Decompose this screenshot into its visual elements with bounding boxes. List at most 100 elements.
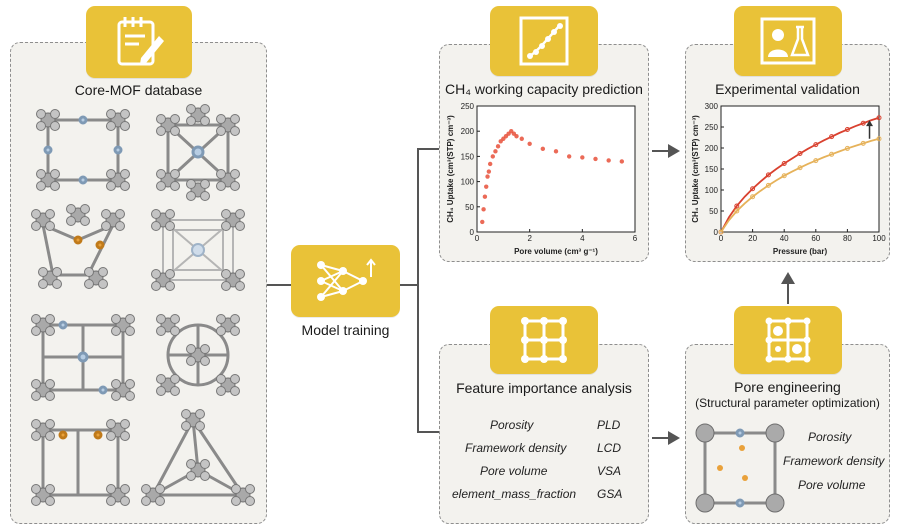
line-frame: [720, 105, 880, 233]
arrow-feature-to-pore-head: [668, 431, 680, 445]
scatter-point: [580, 155, 585, 160]
line-marker: [718, 229, 724, 235]
pore-param-pore-volume: Pore volume: [798, 478, 866, 492]
scatter-point: [566, 154, 572, 159]
scatter-frame: [476, 105, 636, 233]
line-marker: [829, 151, 835, 157]
pore-param-porosity: Porosity: [808, 430, 852, 444]
arrow-feature-to-pore: [652, 437, 672, 439]
line-marker: [750, 186, 756, 192]
connector-vertical: [417, 148, 419, 432]
arrow-pore-to-valid: [787, 284, 789, 304]
scatter-xtick-label: 2: [527, 234, 532, 243]
pore-mof-structure: [695, 423, 785, 513]
feature-code-lcd: LCD: [597, 441, 622, 455]
line-xtick-label: 40: [780, 234, 789, 243]
line-marker: [813, 158, 819, 164]
model-badge: [291, 245, 400, 317]
line-xtick-label: 100: [872, 234, 886, 243]
line-ytick-label: 0: [714, 228, 719, 237]
line-ytick-label: 300: [705, 102, 719, 111]
scatter-ylabel: CH₄ Uptake (cm³(STP) cm⁻³): [446, 115, 455, 223]
line-marker: [860, 140, 866, 146]
scatter-xlabel: Pore volume (cm³ g⁻¹): [514, 247, 598, 256]
line-marker: [781, 161, 787, 167]
validation-title: Experimental validation: [715, 81, 860, 97]
connector-top: [417, 148, 439, 150]
line-series-1: [720, 116, 880, 233]
scatter-ytick-label: 100: [461, 178, 475, 187]
connector-bottom: [417, 431, 439, 433]
scatter-point: [553, 149, 559, 154]
line-xtick-label: 60: [811, 234, 820, 243]
feature-name-element-mass-fraction: element_mass_fraction: [452, 487, 577, 501]
line-xtick-label: 0: [719, 234, 724, 243]
line-marker: [781, 173, 787, 179]
scatter-ytick-label: 200: [461, 127, 475, 136]
scatter-point: [619, 159, 625, 164]
prediction-title: CH₄ working capacity prediction: [445, 81, 643, 97]
scatter-point: [540, 146, 546, 152]
scatter-point: [514, 134, 519, 139]
line-ytick-label: 150: [705, 165, 719, 174]
connector-right: [400, 284, 418, 286]
pore-badge: [734, 306, 842, 374]
feature-title: Feature importance analysis: [456, 380, 632, 396]
feature-code-pld: PLD: [597, 418, 621, 432]
mof-structure-7: [41, 428, 120, 497]
left-panel-title: Core-MOF database: [74, 82, 203, 98]
arrow-pore-to-valid-head: [781, 272, 795, 284]
scatter-xtick-label: 4: [580, 234, 585, 243]
scatter-ytick-label: 250: [461, 102, 475, 111]
scatter-point: [484, 184, 489, 189]
line-marker: [876, 115, 882, 121]
scatter-point: [490, 154, 495, 159]
scatter-xtick-label: 6: [633, 234, 638, 243]
pore-param-framework-density: Framework density: [783, 454, 885, 468]
notepad-pencil-icon: [117, 17, 164, 66]
feature-name-framework-density: Framework density: [465, 441, 567, 455]
trend-curve-icon: [519, 16, 569, 66]
scatter-point: [485, 174, 490, 179]
line-xtick-label: 20: [748, 234, 757, 243]
feature-code-vsa: VSA: [597, 464, 622, 478]
line-marker: [813, 142, 819, 148]
line-marker: [750, 194, 756, 200]
grid-nodes-icon: [521, 317, 567, 363]
scatter-point: [519, 136, 524, 141]
scatter-point: [593, 156, 598, 162]
line-ytick-label: 50: [709, 207, 718, 216]
scatter-point: [495, 144, 501, 149]
scatter-ytick-label: 150: [461, 152, 475, 161]
mof-structure-4: [162, 219, 234, 281]
mof-structures: [31, 104, 255, 506]
line-ylabel: CH₄ Uptake (cm³(STP) cm⁻³): [691, 115, 700, 223]
scatter-point: [486, 169, 492, 174]
mof-structure-8: [150, 417, 246, 497]
feature-name-porosity: Porosity: [490, 418, 534, 432]
line-marker: [765, 172, 771, 178]
feature-code-gsa: GSA: [597, 487, 623, 501]
improvement-arrow-head: [866, 120, 874, 127]
scatter-point: [480, 219, 485, 225]
line-xlabel: Pressure (bar): [773, 247, 828, 256]
line-marker: [829, 134, 835, 140]
feature-panel: [439, 344, 649, 524]
line-marker: [844, 145, 850, 151]
scatter-point: [493, 149, 498, 154]
arrow-pred-to-valid-head: [668, 144, 680, 158]
validation-badge: [734, 6, 842, 76]
line-marker: [844, 127, 850, 133]
scientist-flask-icon: [760, 17, 816, 65]
scatter-xtick-label: 0: [475, 234, 480, 243]
connector-left: [267, 284, 291, 286]
neural-network-icon: [316, 258, 376, 301]
scatter-ytick-label: 0: [470, 228, 475, 237]
line-marker: [734, 203, 740, 209]
line-xtick-label: 80: [843, 234, 852, 243]
arrow-pred-to-valid: [652, 150, 672, 152]
line-marker: [734, 208, 740, 214]
line-ytick-label: 250: [705, 123, 719, 132]
scatter-point: [527, 141, 532, 146]
